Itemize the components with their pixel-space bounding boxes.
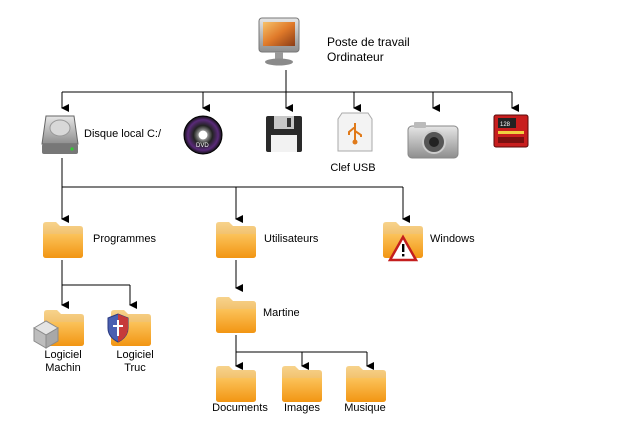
machin-label-line1: Logiciel xyxy=(44,349,82,361)
truc-label-line2: Truc xyxy=(124,362,146,374)
utilisateurs-label: Utilisateurs xyxy=(264,233,319,245)
images-label: Images xyxy=(283,402,321,414)
folder-icon xyxy=(216,297,256,333)
folder-warning-icon xyxy=(383,222,423,262)
connectors xyxy=(61,70,519,370)
musique-label: Musique xyxy=(344,402,386,414)
folder-icon xyxy=(216,222,256,258)
root-label-line2: Ordinateur xyxy=(327,50,384,64)
root-label: Poste de travail Ordinateur xyxy=(327,35,410,65)
machin-label-line2: Machin xyxy=(45,362,81,374)
folder-icon xyxy=(346,366,386,402)
folder-shield-icon xyxy=(107,310,151,346)
hard-drive-icon xyxy=(41,115,79,154)
memory-card-icon: 128 xyxy=(493,114,529,148)
usb-drive-icon xyxy=(337,112,373,152)
disk-label: Disque local C:/ xyxy=(84,128,162,140)
dvd-disc-icon: DVD xyxy=(183,115,223,155)
documents-label: Documents xyxy=(212,402,268,414)
truc-label: Logiciel Truc xyxy=(116,349,153,375)
svg-text:DVD: DVD xyxy=(196,143,209,149)
root-label-line1: Poste de travail xyxy=(327,35,410,49)
folder-icon xyxy=(282,366,322,402)
martine-label: Martine xyxy=(263,307,300,319)
camera-icon xyxy=(407,122,459,159)
usb-label: Clef USB xyxy=(330,162,376,174)
machin-label: Logiciel Machin xyxy=(44,349,81,375)
windows-label: Windows xyxy=(430,233,475,245)
svg-text:128: 128 xyxy=(500,122,511,128)
truc-label-line1: Logiciel xyxy=(116,349,154,361)
folder-icon xyxy=(43,222,83,258)
monitor-icon xyxy=(258,17,300,66)
floppy-disk-icon xyxy=(266,116,302,152)
folder-app-icon xyxy=(33,310,84,349)
programmes-label: Programmes xyxy=(93,233,156,245)
folder-icon xyxy=(216,366,256,402)
